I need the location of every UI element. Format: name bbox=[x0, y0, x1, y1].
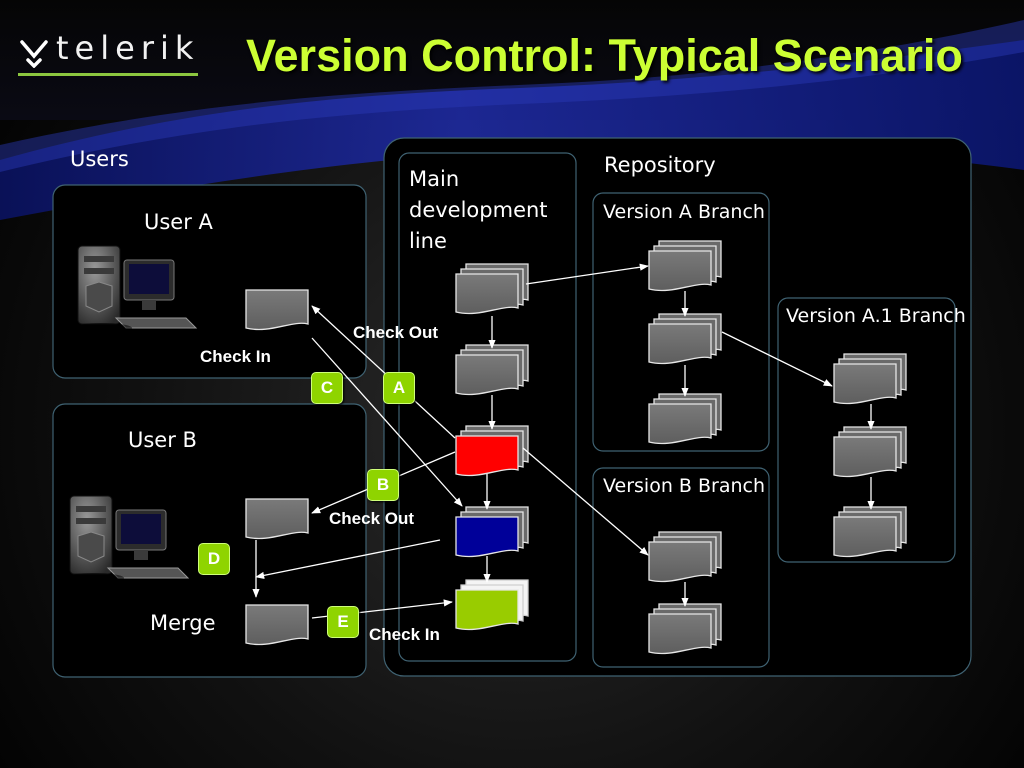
document-stack-icon bbox=[834, 507, 906, 557]
document-icon bbox=[245, 289, 309, 331]
logo-underline bbox=[18, 73, 198, 76]
step-badge-d: D bbox=[198, 543, 230, 575]
arrow-icon bbox=[255, 539, 441, 579]
document-stack-icon bbox=[649, 394, 721, 444]
slide-title: Version Control: Typical Scenario bbox=[246, 30, 963, 81]
document-stack-icon bbox=[834, 427, 906, 477]
users-panel-a bbox=[52, 184, 367, 379]
repository-heading: Repository bbox=[604, 153, 716, 177]
version-a1-branch-label: Version A.1 Branch bbox=[786, 305, 966, 327]
version-b-branch-label: Version B Branch bbox=[603, 475, 766, 497]
main-line-label: Main development line bbox=[409, 167, 548, 253]
document-stack-icon bbox=[649, 241, 721, 291]
arrow-icon bbox=[525, 263, 649, 285]
document-stack-icon bbox=[834, 354, 906, 404]
check-out-label-a: Check Out bbox=[353, 323, 439, 342]
telerik-logo-text: telerik bbox=[56, 29, 200, 67]
document-stack-icon bbox=[649, 314, 721, 364]
arrows bbox=[252, 263, 875, 619]
document-stack-icon-green bbox=[455, 579, 529, 631]
user-a-label: User A bbox=[144, 210, 213, 234]
document-icon bbox=[245, 604, 309, 646]
check-in-label-a: Check In bbox=[200, 347, 271, 366]
arrow-icon bbox=[311, 337, 463, 507]
arrow-icon bbox=[522, 447, 649, 556]
step-badge-b: B bbox=[367, 469, 399, 501]
document-stack-icon bbox=[649, 532, 721, 582]
step-badge-c: C bbox=[311, 372, 343, 404]
merge-label: Merge bbox=[150, 611, 216, 635]
version-a-panel bbox=[592, 192, 770, 452]
version-a1-panel bbox=[777, 297, 956, 563]
step-badge-e: E bbox=[327, 606, 359, 638]
user-b-label: User B bbox=[128, 428, 197, 452]
document-stack-icon bbox=[456, 264, 528, 314]
arrow-icon bbox=[721, 331, 833, 387]
users-heading: Users bbox=[70, 147, 129, 171]
step-badge-a: A bbox=[383, 372, 415, 404]
arrow-icon bbox=[311, 305, 456, 439]
check-in-label-e: Check In bbox=[369, 625, 440, 644]
document-stack-icon bbox=[649, 604, 721, 654]
main-line-panel bbox=[398, 152, 577, 662]
version-a-branch-label: Version A Branch bbox=[603, 201, 765, 223]
document-stack-icon-blue bbox=[455, 506, 529, 558]
version-b-panel bbox=[592, 467, 770, 668]
document-stack-icon-red bbox=[455, 425, 529, 477]
document-icon bbox=[245, 498, 309, 540]
document-stack-icon bbox=[456, 345, 528, 395]
telerik-logo-icon bbox=[20, 40, 48, 68]
check-out-label-b: Check Out bbox=[329, 509, 415, 528]
